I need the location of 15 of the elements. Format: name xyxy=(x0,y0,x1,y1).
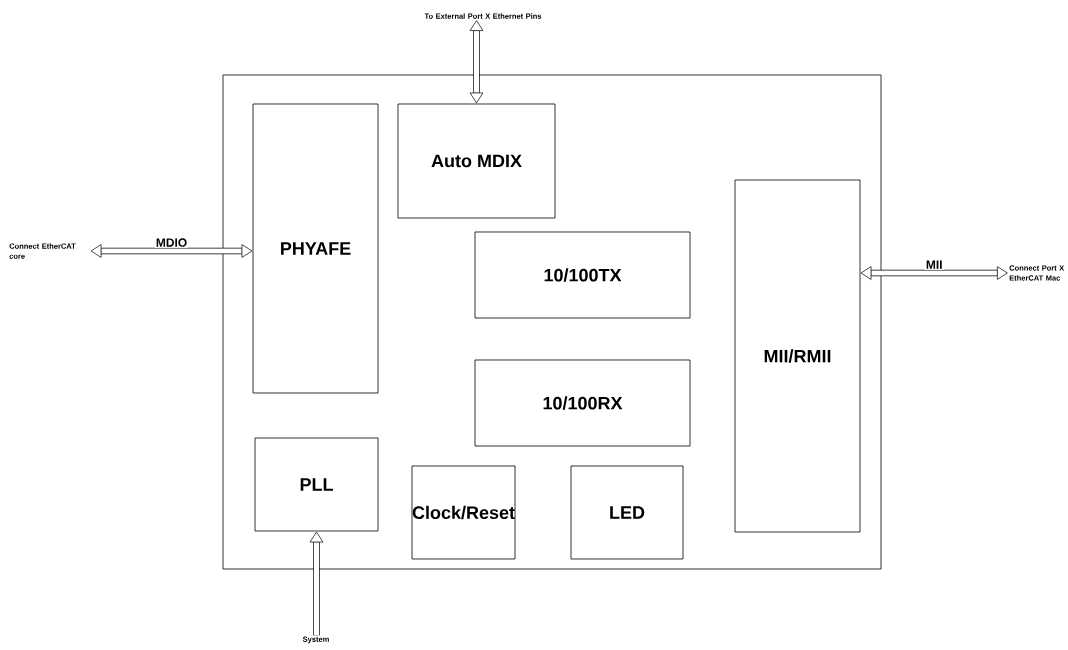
outer-box xyxy=(222,74,882,570)
edge-label: MDIO xyxy=(154,237,189,248)
block-box: PHYAFE xyxy=(252,103,379,394)
double-arrow xyxy=(860,266,1008,280)
double-arrow xyxy=(90,244,253,258)
block-box: PLL xyxy=(254,437,379,532)
block-box: 10/100RX xyxy=(474,359,691,447)
double-arrow xyxy=(469,20,484,104)
block-box: Clock/Reset xyxy=(411,465,516,560)
block-box: 10/100TX xyxy=(474,231,691,319)
block-box: LED xyxy=(570,465,684,560)
edge-label: MII xyxy=(924,259,944,270)
block-box: MII/RMII xyxy=(734,179,861,533)
double-arrow xyxy=(309,531,324,636)
block-box: Auto MDIX xyxy=(397,103,556,219)
